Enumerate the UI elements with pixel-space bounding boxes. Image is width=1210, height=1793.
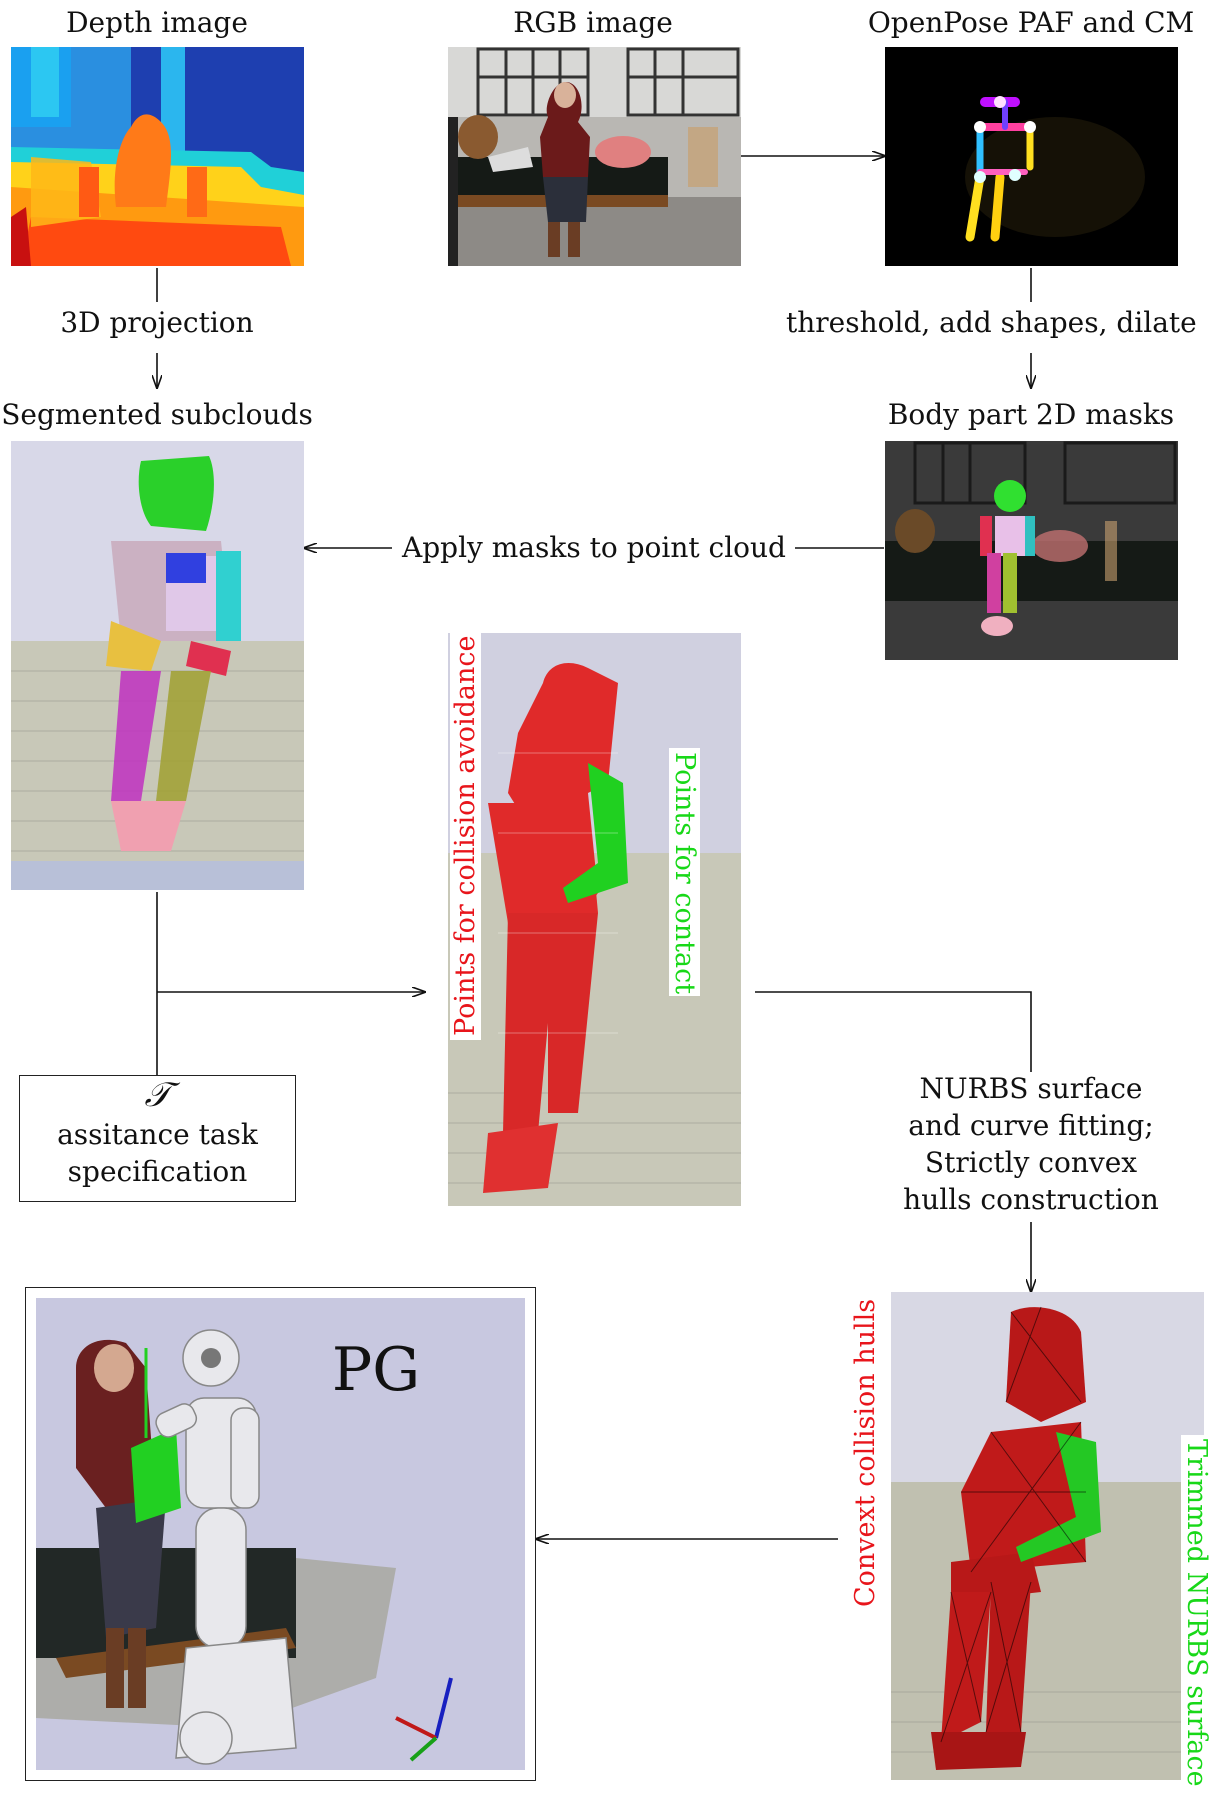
nurbs-line1: NURBS surface <box>919 1072 1143 1105</box>
apply-masks-label: Apply masks to point cloud <box>402 531 786 564</box>
rgb-image-label: RGB image <box>513 6 673 39</box>
task-specification-box: 𝒯 assitance task specification <box>19 1075 296 1202</box>
subclouds-label: Segmented subclouds <box>1 398 313 431</box>
convex-hulls-label: Convext collision hulls <box>850 1283 881 1611</box>
collision-points-label: Points for collision avoidance <box>450 622 481 1040</box>
pg-label: PG <box>331 1335 421 1405</box>
rgb-image <box>448 47 741 266</box>
openpose-paf-cm-image <box>885 47 1178 266</box>
openpose-label: OpenPose PAF and CM <box>867 6 1195 39</box>
task-symbol: 𝒯 <box>144 1075 171 1115</box>
depth-image-label: Depth image <box>66 6 248 39</box>
segmented-subclouds-image <box>11 441 304 890</box>
trimmed-nurbs-label: Trimmed NURBS surface <box>1181 1435 1210 1793</box>
masks2d-label: Body part 2D masks <box>887 398 1175 431</box>
projection-label: 3D projection <box>60 306 254 339</box>
nurbs-line3: Strictly convex <box>924 1146 1138 1179</box>
nurbs-line2: and curve fitting; <box>908 1109 1154 1142</box>
threshold-label: threshold, add shapes, dilate <box>786 306 1197 339</box>
line-points-to-nurbs <box>755 991 1032 1072</box>
contact-points-label: Points for contact <box>669 748 700 996</box>
body-part-masks-image <box>885 441 1178 660</box>
convex-hulls-image <box>891 1292 1204 1780</box>
pg-panel-frame: PG <box>25 1287 536 1781</box>
depth-image <box>11 47 304 266</box>
task-line2: specification <box>67 1155 248 1188</box>
nurbs-line4: hulls construction <box>903 1183 1159 1216</box>
pg-scene-image: PG <box>36 1298 525 1770</box>
task-line1: assitance task <box>57 1118 258 1151</box>
